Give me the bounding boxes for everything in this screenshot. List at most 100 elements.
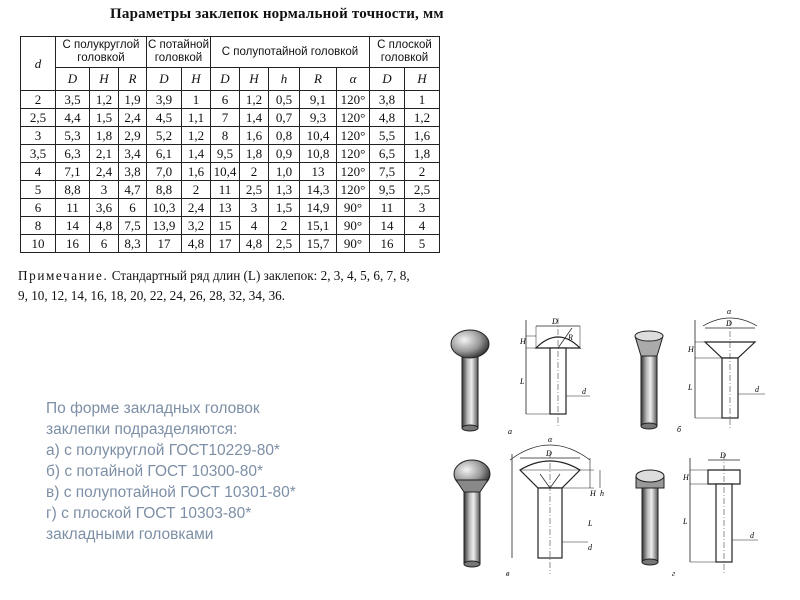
label-H: H	[589, 489, 597, 498]
table-cell: 3,8	[118, 162, 147, 181]
label-H: H	[687, 345, 695, 354]
table-cell: 1,2	[181, 126, 211, 145]
subheader-cell: D	[369, 67, 405, 91]
label-alpha: α	[548, 435, 553, 444]
table-cell: 4	[404, 216, 440, 235]
table-cell: 8	[210, 126, 240, 145]
table-cell: 11	[210, 180, 240, 199]
table-cell: 1,2	[404, 108, 440, 127]
subheader-cell: D	[210, 67, 240, 91]
label-R: R	[567, 333, 573, 342]
row-diameter-cell: 6	[20, 198, 56, 217]
table-cell: 2	[181, 180, 211, 199]
row-diameter-cell: 2	[20, 90, 56, 109]
row-diameter-cell: 10	[20, 234, 56, 253]
table-cell: 15,7	[299, 234, 337, 253]
table-cell: 1,4	[239, 108, 269, 127]
table-group-header-row: d С полукруглой головкой С потайной голо…	[20, 36, 440, 91]
figure-d-flat-rivet: D H L d г	[635, 451, 758, 578]
table-cell: 1,8	[89, 126, 119, 145]
table-cell: 15	[210, 216, 240, 235]
subheader-cell: D	[146, 67, 182, 91]
table-cell: 9,3	[299, 108, 337, 127]
table-cell: 7,5	[118, 216, 147, 235]
note-label: Примечание.	[18, 268, 109, 283]
label-D: D	[725, 319, 732, 328]
caption-line: закладными головками	[46, 526, 214, 543]
table-cell: 1,8	[239, 144, 269, 163]
table-cell: 14	[55, 216, 90, 235]
table-cell: 7,5	[369, 162, 405, 181]
table-cell: 11	[55, 198, 90, 217]
figure-letter-b: б	[677, 425, 682, 434]
label-L: L	[587, 519, 593, 528]
table-cell: 3	[239, 198, 269, 217]
table-cell: 7,0	[146, 162, 182, 181]
table-cell: 1,6	[181, 162, 211, 181]
table-cell: 1,6	[239, 126, 269, 145]
table-cell: 1,4	[181, 144, 211, 163]
label-d: d	[588, 543, 593, 552]
table-cell: 4,8	[239, 234, 269, 253]
note-text: Стандартный ряд длин (L) заклепок: 2, 3,…	[18, 268, 410, 303]
table-cell: 90°	[336, 234, 370, 253]
table-cell: 90°	[336, 216, 370, 235]
table-cell: 1,2	[239, 90, 269, 109]
table-cell: 16	[55, 234, 90, 253]
table-cell: 9,5	[369, 180, 405, 199]
table-cell: 1,6	[404, 126, 440, 145]
figure-letter-c: в	[506, 569, 510, 578]
table-cell: 8,8	[146, 180, 182, 199]
label-D: D	[551, 318, 558, 326]
table-cell: 14	[369, 216, 405, 235]
table-cell: 14,3	[299, 180, 337, 199]
table-cell: 4	[239, 216, 269, 235]
subheader-cell: R	[299, 67, 337, 91]
table-title: Параметры заклепок нормальной точности, …	[110, 6, 444, 22]
table-cell: 2	[268, 216, 300, 235]
label-H: H	[682, 473, 690, 482]
table-cell: 2,5	[268, 234, 300, 253]
label-D: D	[719, 451, 726, 460]
table-cell: 5	[404, 234, 440, 253]
label-alpha: α	[727, 307, 732, 316]
figure-letter-a: а	[508, 427, 512, 436]
figure-a-semicircular-rivet: D R H L d а	[450, 318, 590, 436]
table-cell: 7,1	[55, 162, 90, 181]
table-cell: 4,8	[369, 108, 405, 127]
subheader-cell: H	[181, 67, 211, 91]
table-cell: 5,3	[55, 126, 90, 145]
table-cell: 2,4	[118, 108, 147, 127]
rivet-parameters-table: d С полукруглой головкой С потайной голо…	[20, 36, 440, 253]
label-L: L	[519, 377, 525, 386]
table-cell: 5,2	[146, 126, 182, 145]
table-cell: 10,3	[146, 198, 182, 217]
table-cell: 17	[210, 234, 240, 253]
header-group-flat: С плоской головкой	[369, 36, 440, 68]
table-cell: 0,8	[268, 126, 300, 145]
table-cell: 16	[369, 234, 405, 253]
table-cell: 2,4	[89, 162, 119, 181]
table-cell: 10,4	[210, 162, 240, 181]
table-cell: 2,1	[89, 144, 119, 163]
figure-c-semi-countersunk-rivet: α D H h L d в	[453, 435, 604, 578]
row-diameter-cell: 4	[20, 162, 56, 181]
table-cell: 4,5	[146, 108, 182, 127]
label-L: L	[687, 383, 693, 392]
label-D: D	[545, 449, 552, 458]
table-cell: 3,5	[55, 90, 90, 109]
label-d: d	[582, 387, 587, 396]
table-cell: 9,5	[210, 144, 240, 163]
table-cell: 14,9	[299, 198, 337, 217]
subheader-cell: H	[239, 67, 269, 91]
table-cell: 1,5	[268, 198, 300, 217]
subheader-cell: H	[89, 67, 119, 91]
table-cell: 2	[239, 162, 269, 181]
